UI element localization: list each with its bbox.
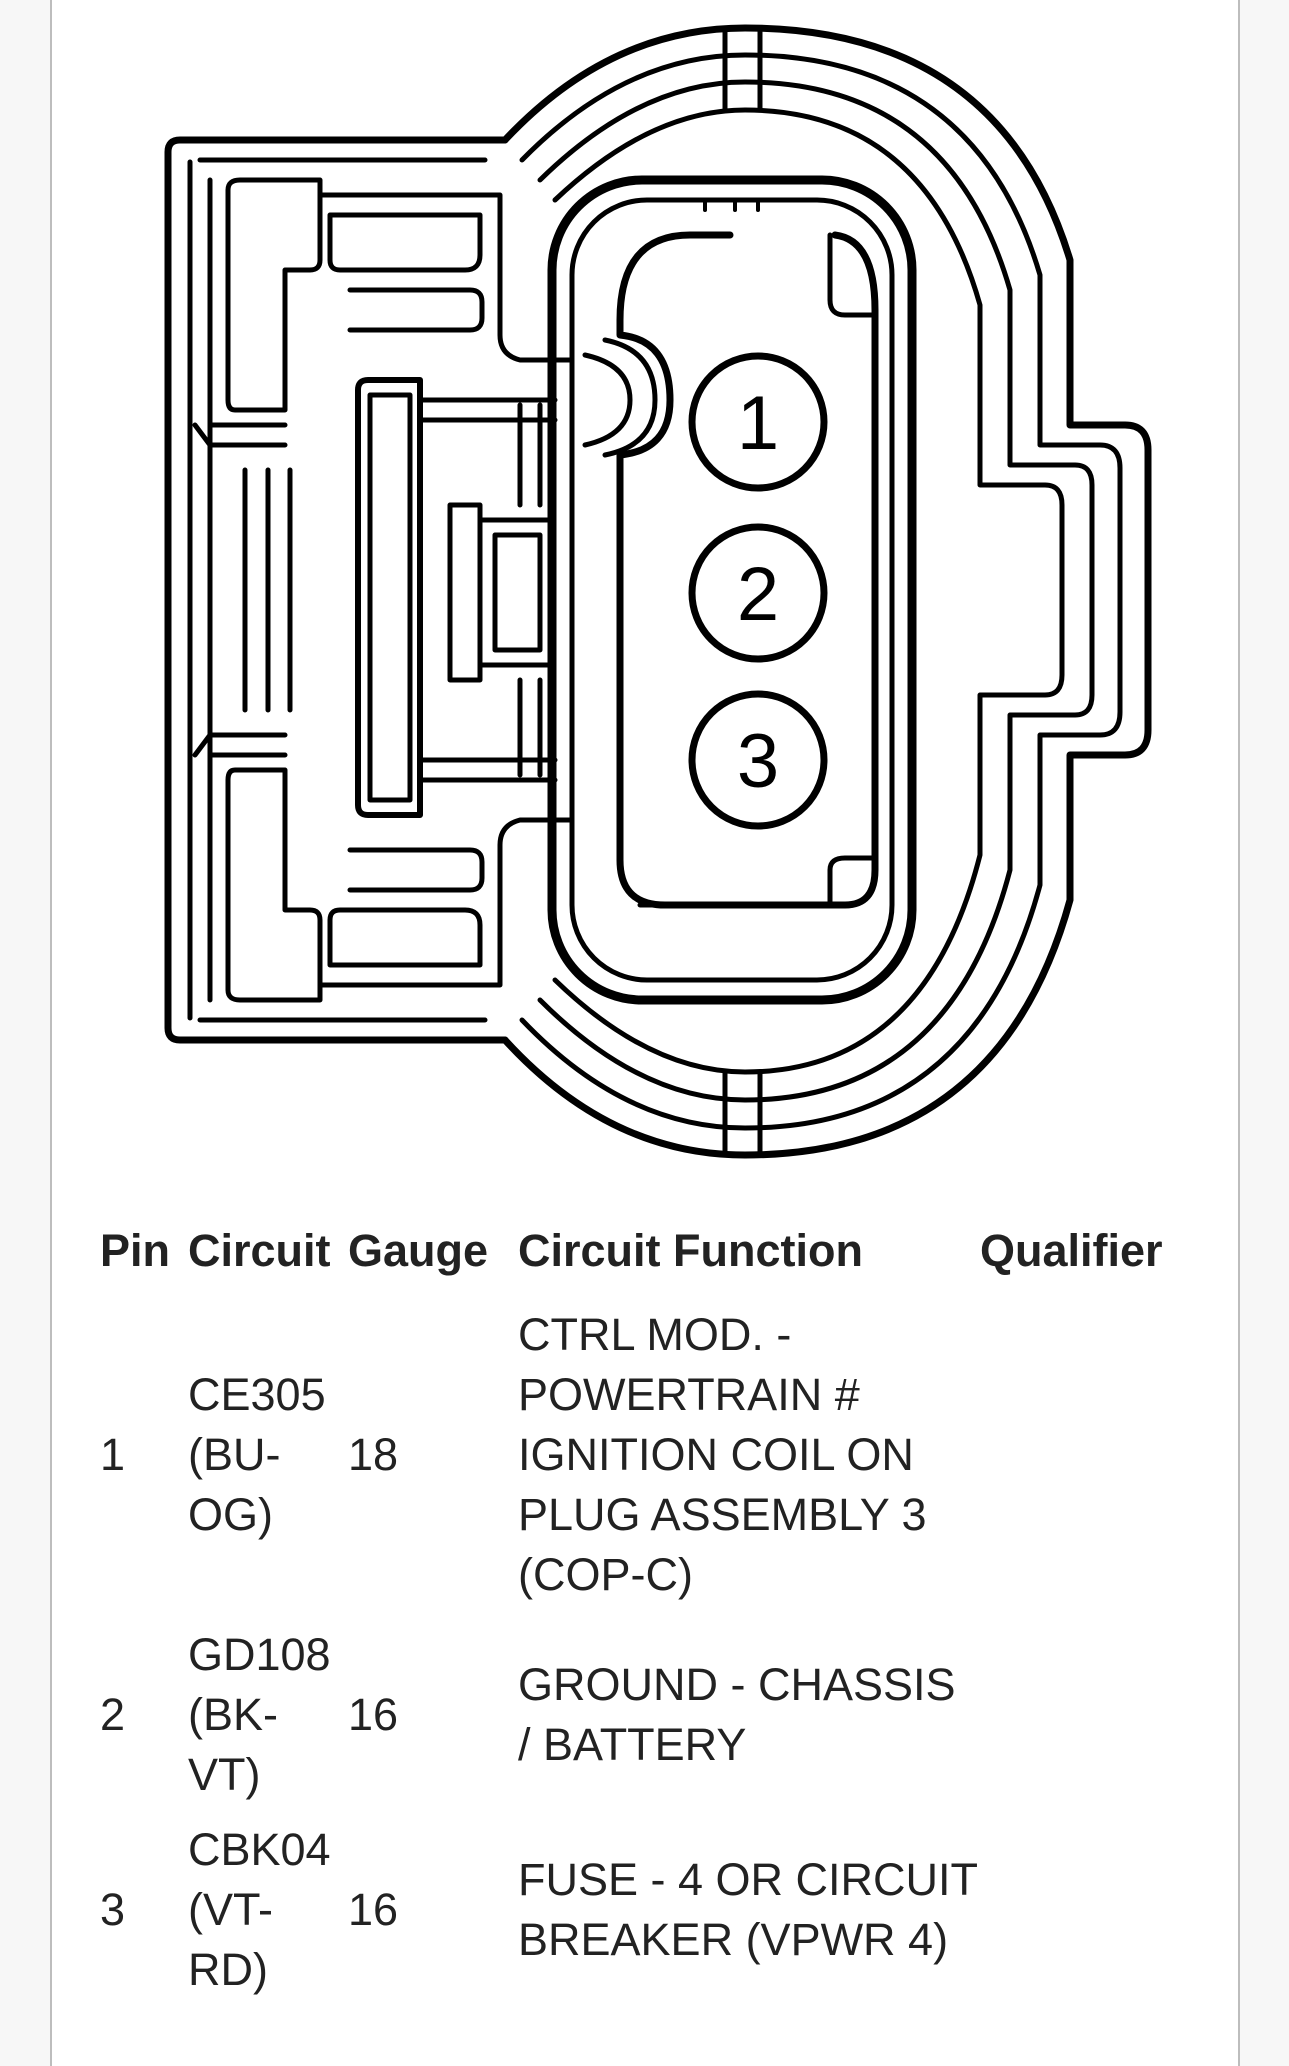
connector-shell-ring-2 (537, 79, 1095, 1103)
header-gauge: Gauge (348, 1225, 489, 1276)
pin-3-label: 3 (737, 719, 779, 804)
pin-cavity-outer (547, 175, 917, 1005)
row-gauge: 18 (348, 1429, 399, 1480)
upper-bar-lower (347, 287, 485, 333)
table-header-row: Pin Circuit Gauge Circuit Function Quali… (100, 1225, 1200, 1299)
header-circuit: Circuit (188, 1225, 331, 1276)
row-circuit-function: CTRL MOD. - POWERTRAIN # IGNITION COIL O… (518, 1309, 927, 1600)
housing-left-inner-2 (197, 157, 488, 1023)
pin-3-circle (688, 690, 828, 830)
row-qualifier (980, 1619, 1200, 1819)
row-circuit: CBK04 (VT-RD) (188, 1824, 331, 1995)
header-pin: Pin (100, 1225, 171, 1276)
table-row: 3 CBK04 (VT-RD) 16 FUSE - 4 OR CIRCUIT B… (100, 1819, 1200, 2009)
pin-cavity-ring (569, 197, 895, 983)
locking-tab-inner (367, 392, 413, 803)
row-pin: 1 (100, 1429, 126, 1480)
row-qualifier (980, 1819, 1200, 2009)
row-qualifier (980, 1299, 1200, 1619)
pin-2-circle (688, 523, 828, 663)
pin-cavity-inner (616, 231, 879, 909)
connector-shell-ring-1 (519, 52, 1123, 1131)
table-row: 2 GD108 (BK-VT) 16 GROUND - CHASSIS / BA… (100, 1619, 1200, 1819)
keyway (582, 337, 658, 458)
row-circuit-function: FUSE - 4 OR CIRCUIT BREAKER (VPWR 4) (518, 1854, 978, 1965)
connector-shell-outer (501, 24, 1152, 1159)
left-ribs (192, 422, 293, 758)
locking-tab (355, 377, 423, 818)
table-row: 1 CE305 (BU-OG) 18 CTRL MOD. - POWERTRAI… (100, 1299, 1200, 1619)
row-circuit: GD108 (BK-VT) (188, 1629, 331, 1800)
row-gauge: 16 (348, 1689, 399, 1740)
row-pin: 3 (100, 1884, 126, 1935)
upper-latch (225, 177, 323, 413)
connector-diagram: 1 2 3 (164, 24, 1152, 1159)
housing-left-outer (164, 136, 509, 1044)
pin-1-circle (688, 352, 828, 492)
row-pin: 2 (100, 1689, 126, 1740)
row-gauge: 16 (348, 1884, 399, 1935)
row-circuit: CE305 (BU-OG) (188, 1369, 326, 1540)
top-notch (722, 25, 763, 113)
middle-rails (517, 402, 543, 778)
pin-2-label: 2 (737, 552, 779, 637)
upper-bar (317, 192, 573, 363)
bottom-notch (722, 1069, 763, 1158)
cavity-corner-bottom (637, 855, 878, 908)
cavity-top-ticks (703, 198, 760, 212)
housing-left-inner-1 (187, 159, 213, 1021)
pin-1-label: 1 (737, 381, 779, 466)
row-circuit-function: GROUND - CHASSIS / BATTERY (518, 1659, 956, 1770)
header-qualifier: Qualifier (980, 1225, 1163, 1276)
cavity-corner-top (827, 232, 878, 318)
pinout-table: Pin Circuit Gauge Circuit Function Quali… (100, 1225, 1200, 2009)
lower-bar (317, 817, 573, 988)
middle-clip (447, 502, 553, 683)
lower-latch (225, 767, 323, 1003)
locking-tab-rails (417, 397, 558, 783)
connector-shell-ring-3 (552, 107, 1065, 1075)
lower-bar-upper (347, 847, 485, 893)
header-circuit-function: Circuit Function (518, 1225, 863, 1276)
